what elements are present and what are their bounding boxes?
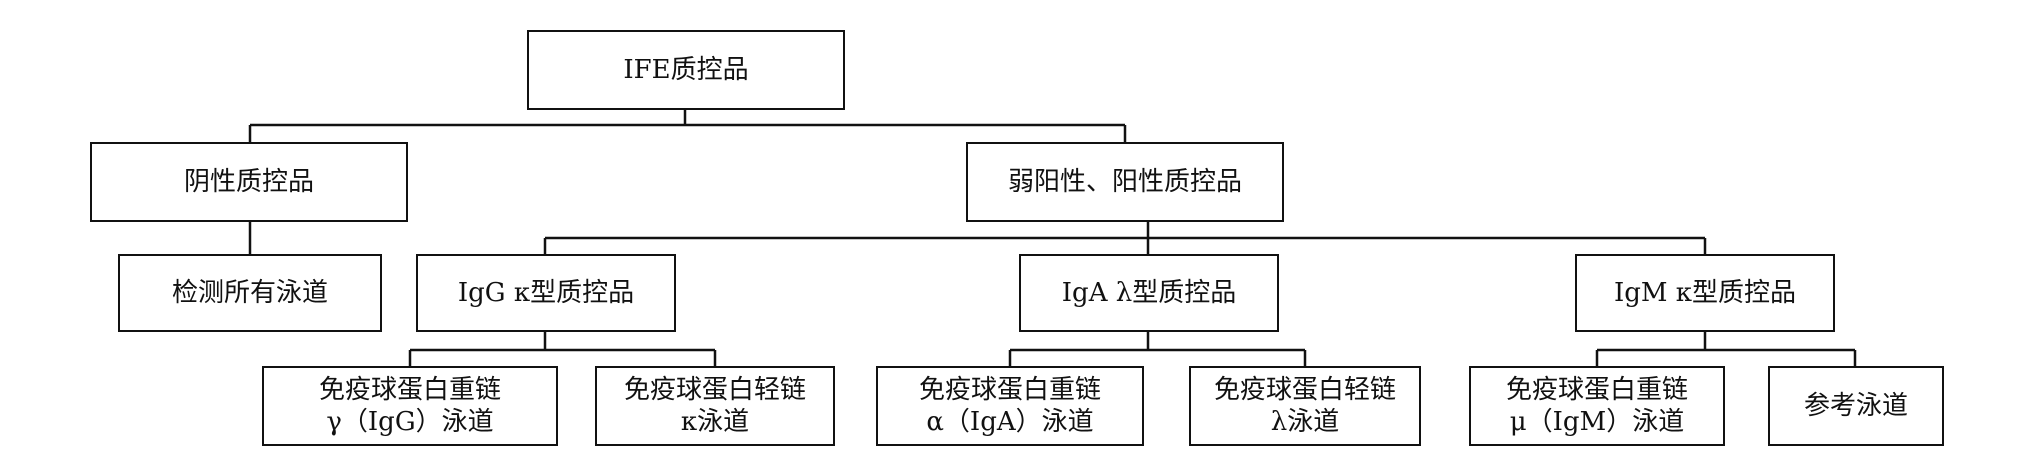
- node-igm-kappa-control: IgM κ型质控品: [1575, 254, 1835, 332]
- node-iga-light-chain-lane: 免疫球蛋白轻链 λ泳道: [1189, 366, 1421, 446]
- connector-root: [248, 110, 1127, 142]
- node-ife-root: IFE质控品: [527, 30, 845, 110]
- connector-iga: [1008, 332, 1307, 366]
- node-igg-heavy-chain-lane: 免疫球蛋白重链 γ（IgG）泳道: [262, 366, 558, 446]
- node-igm-reference-lane: 参考泳道: [1768, 366, 1944, 446]
- node-iga-lambda-control: IgA λ型质控品: [1019, 254, 1279, 332]
- node-igg-light-chain-lane: 免疫球蛋白轻链 κ泳道: [595, 366, 835, 446]
- connector-igg: [408, 332, 717, 366]
- connector-igm: [1595, 332, 1857, 366]
- node-positive-control: 弱阳性、阳性质控品: [966, 142, 1284, 222]
- connector-positive: [543, 222, 1707, 254]
- node-igg-kappa-control: IgG κ型质控品: [416, 254, 676, 332]
- node-igm-heavy-chain-lane: 免疫球蛋白重链 μ（IgM）泳道: [1469, 366, 1725, 446]
- node-iga-heavy-chain-lane: 免疫球蛋白重链 α（IgA）泳道: [876, 366, 1144, 446]
- node-negative-all-lanes: 检测所有泳道: [118, 254, 382, 332]
- node-negative-control: 阴性质控品: [90, 142, 408, 222]
